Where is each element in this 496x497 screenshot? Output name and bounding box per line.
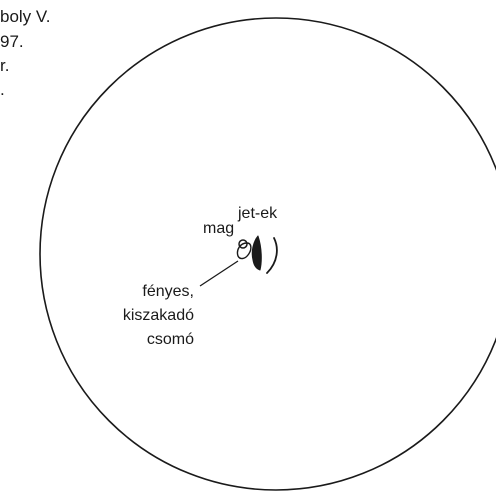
nucleus-swirl: [236, 242, 252, 260]
header-line-4: .: [0, 80, 5, 99]
field-of-view-circle: [39, 17, 496, 491]
header-line-1: boly V.: [0, 7, 51, 26]
label-knot-line-2: kiszakadó: [122, 307, 194, 324]
nucleus-sketch: [236, 235, 278, 274]
label-jets: jet-ek: [238, 205, 278, 222]
jet-outer: [266, 237, 278, 274]
jet-inner: [251, 235, 262, 271]
header-line-2: 97.: [0, 32, 24, 51]
label-knot-line-1: fényes,: [142, 283, 194, 300]
label-core: mag: [203, 220, 235, 237]
nucleus-ring: [238, 239, 248, 249]
header-line-3: r.: [0, 56, 10, 75]
knot-pointer-line: [199, 260, 239, 287]
label-knot-line-3: csomó: [146, 331, 194, 348]
